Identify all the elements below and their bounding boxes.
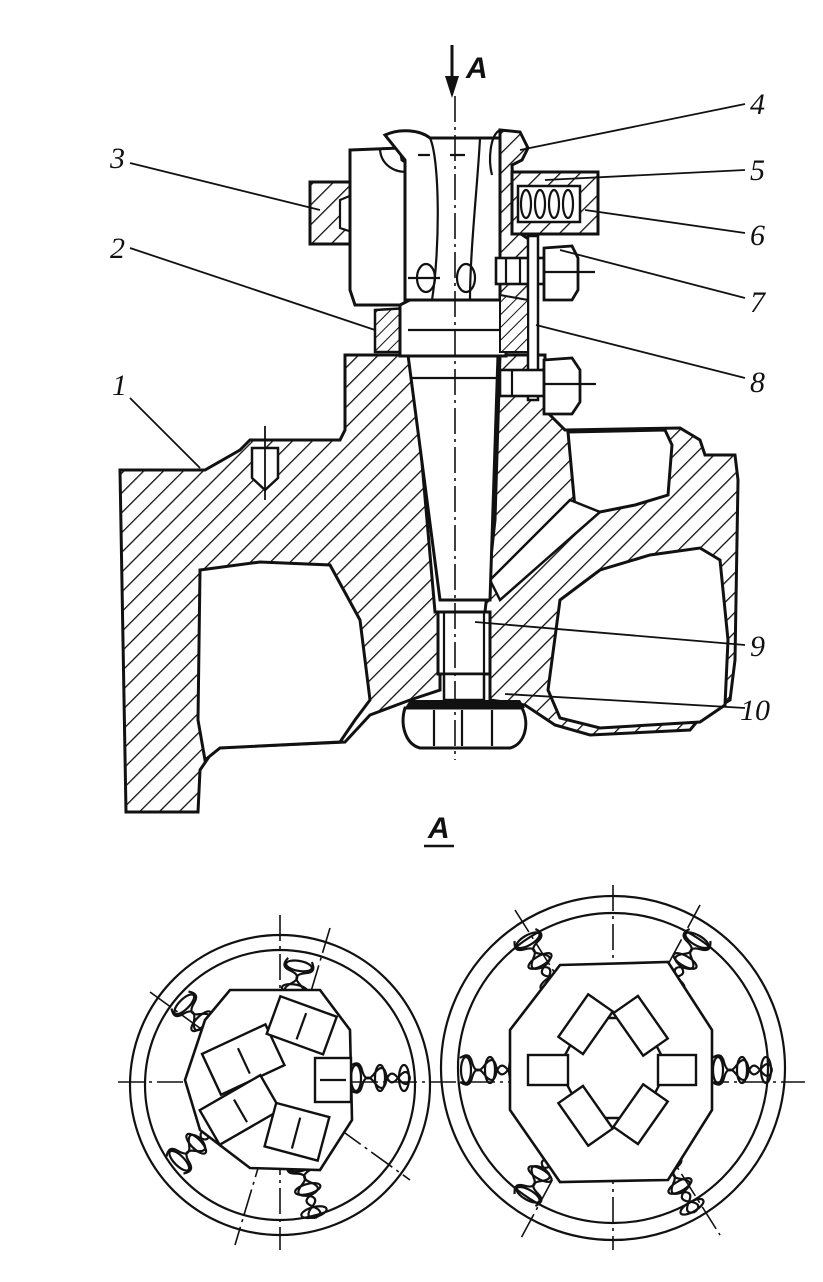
callout-9: 9 (750, 630, 765, 663)
callout-7: 7 (750, 286, 767, 319)
callout-10: 10 (740, 694, 770, 727)
view-title: A (427, 812, 450, 845)
washer-10 (401, 700, 528, 750)
left-end-view (128, 915, 432, 1250)
leader-lines (129, 103, 746, 709)
body-part-1 (118, 353, 740, 814)
view-arrow-label: A (465, 52, 488, 85)
callout-2: 2 (110, 232, 125, 265)
section-view: A 1 2 3 4 5 6 7 8 9 10 (109, 45, 770, 814)
spring-housing-5-6 (510, 170, 600, 236)
callout-6: 6 (750, 219, 765, 252)
callout-4: 4 (750, 88, 765, 121)
view-a: A (118, 812, 805, 1250)
right-end-view (439, 885, 787, 1250)
callout-1: 1 (112, 369, 127, 402)
threaded-stem-9 (436, 610, 492, 702)
link-plate-8 (498, 234, 596, 416)
view-arrow: A (445, 45, 488, 98)
collet-head (382, 129, 502, 302)
callout-3: 3 (109, 142, 125, 175)
callout-5: 5 (750, 154, 765, 187)
jaw-block-3 (308, 146, 412, 307)
callout-8: 8 (750, 366, 765, 399)
